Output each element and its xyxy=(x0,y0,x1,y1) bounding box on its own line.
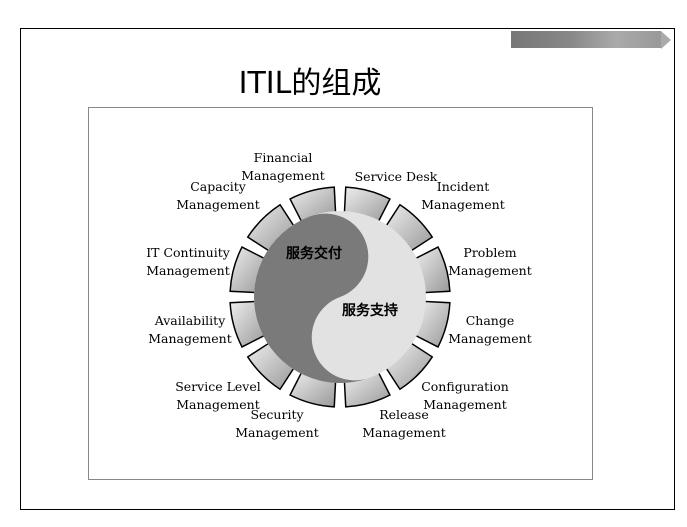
process-label-security: Security xyxy=(250,407,304,422)
process-label-security: Management xyxy=(235,425,318,440)
process-label-release: Release xyxy=(379,407,428,422)
process-label-problem: Management xyxy=(448,263,531,278)
process-label-configuration: Management xyxy=(423,397,506,412)
process-label-service-level: Service Level xyxy=(175,379,261,394)
diagram-box xyxy=(88,107,593,480)
process-label-release: Management xyxy=(362,425,445,440)
process-label-change: Change xyxy=(466,313,515,328)
process-label-change: Management xyxy=(448,331,531,346)
service-delivery-label: 服务交付 xyxy=(286,245,342,262)
process-label-it-continuity: IT Continuity xyxy=(146,245,231,260)
process-label-availability: Management xyxy=(148,331,231,346)
service-support-label: 服务支持 xyxy=(342,302,398,319)
process-label-service-level: Management xyxy=(176,397,259,412)
process-label-financial: Financial xyxy=(254,150,313,165)
process-label-availability: Availability xyxy=(154,313,227,328)
process-label-financial: Management xyxy=(241,168,324,183)
process-label-capacity: Capacity xyxy=(190,179,246,194)
process-label-it-continuity: Management xyxy=(146,263,229,278)
process-label-incident: Management xyxy=(421,197,504,212)
yinyang-dark xyxy=(254,213,370,383)
process-label-service-desk: Service Desk xyxy=(355,169,438,184)
logo-banner xyxy=(511,31,661,48)
process-label-configuration: Configuration xyxy=(421,379,509,394)
slide-title: ITIL的组成 xyxy=(238,66,382,101)
process-label-capacity: Management xyxy=(176,197,259,212)
process-label-incident: Incident xyxy=(437,179,489,194)
process-label-problem: Problem xyxy=(463,245,516,260)
logo-arrow-icon xyxy=(661,31,671,49)
slide-frame xyxy=(20,28,675,510)
